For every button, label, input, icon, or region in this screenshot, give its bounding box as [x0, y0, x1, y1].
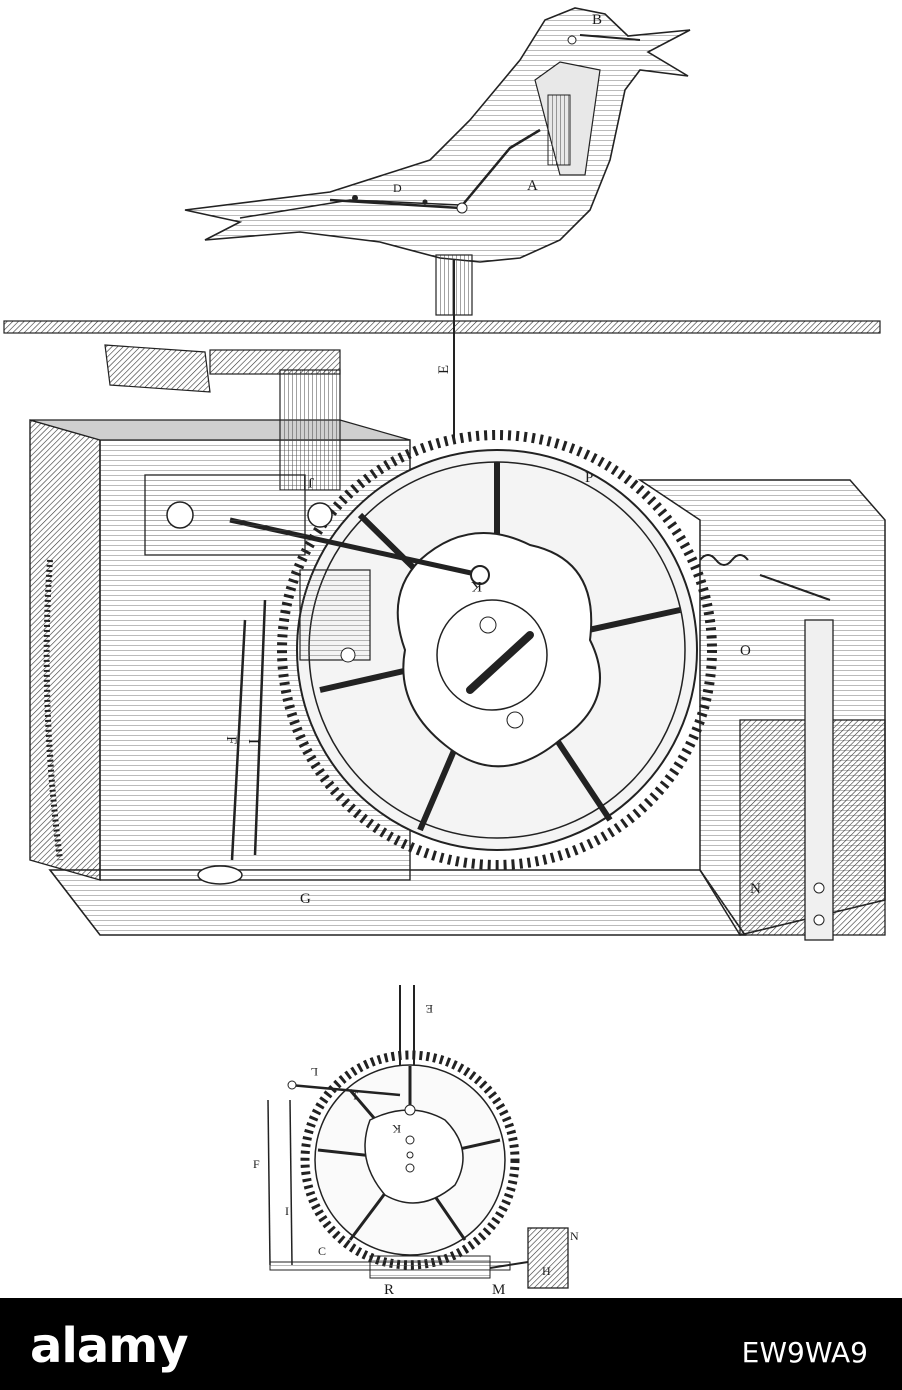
- label-i: I: [245, 739, 261, 744]
- image-id-text: EW9WA9: [741, 1336, 868, 1369]
- detail-label-c: C: [318, 1244, 326, 1258]
- detail-diagram: E L J K F I C R M N H: [253, 985, 579, 1298]
- shelf-board: [3, 320, 881, 334]
- detail-label-r: R: [384, 1282, 394, 1298]
- detail-label-l: L: [311, 1065, 318, 1079]
- alamy-logo: alamy: [30, 1318, 189, 1374]
- label-e-top: E: [436, 365, 452, 374]
- label-d: D: [393, 181, 402, 195]
- label-k: K: [471, 578, 482, 594]
- mechanism: P K O J G N F I: [29, 344, 886, 941]
- detail-label-h: H: [542, 1264, 551, 1278]
- label-p: P: [585, 470, 593, 486]
- label-a: A: [527, 178, 538, 194]
- detail-label-f: F: [253, 1157, 260, 1171]
- detail-label-n: N: [570, 1229, 579, 1243]
- detail-label-i: I: [285, 1204, 289, 1218]
- label-o: O: [740, 643, 751, 659]
- label-f: F: [223, 736, 239, 744]
- label-n: N: [750, 881, 761, 897]
- engraving-illustration: B A D E: [3, 7, 886, 1298]
- bird-figure: B A D: [184, 7, 691, 316]
- detail-label-e: E: [426, 1002, 433, 1016]
- label-b: B: [592, 12, 602, 28]
- watermark-bar: [0, 1298, 902, 1390]
- detail-label-m: M: [492, 1282, 505, 1298]
- detail-label-k: K: [392, 1122, 401, 1136]
- detail-label-j: J: [353, 1089, 358, 1103]
- label-j: J: [308, 474, 314, 490]
- label-g: G: [300, 891, 311, 907]
